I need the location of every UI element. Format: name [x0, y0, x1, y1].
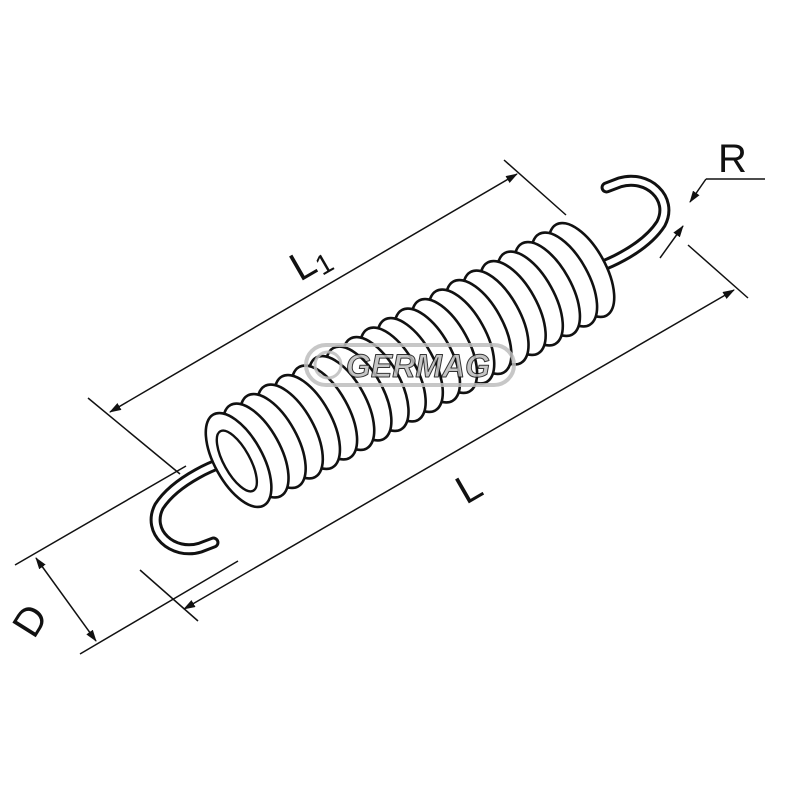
d-extension-top — [14, 465, 187, 566]
d-dimension-line — [35, 557, 97, 642]
r-label: R — [718, 137, 747, 181]
d-extension-bottom — [79, 560, 239, 655]
d-label: D — [4, 597, 57, 645]
l-label: L — [449, 464, 490, 513]
l-dimension-line — [183, 289, 735, 610]
watermark-text: GERMAG — [346, 348, 490, 384]
dimension-lines — [14, 159, 765, 655]
tension-spring: GERMAG — [149, 174, 671, 556]
l1-extension-left — [87, 397, 181, 475]
l1-extension-right — [503, 159, 567, 216]
r-leader-diagonal — [689, 178, 707, 203]
l-extension-left — [139, 569, 199, 622]
r-leader-lower — [659, 225, 684, 259]
l-extension-right — [687, 244, 749, 299]
